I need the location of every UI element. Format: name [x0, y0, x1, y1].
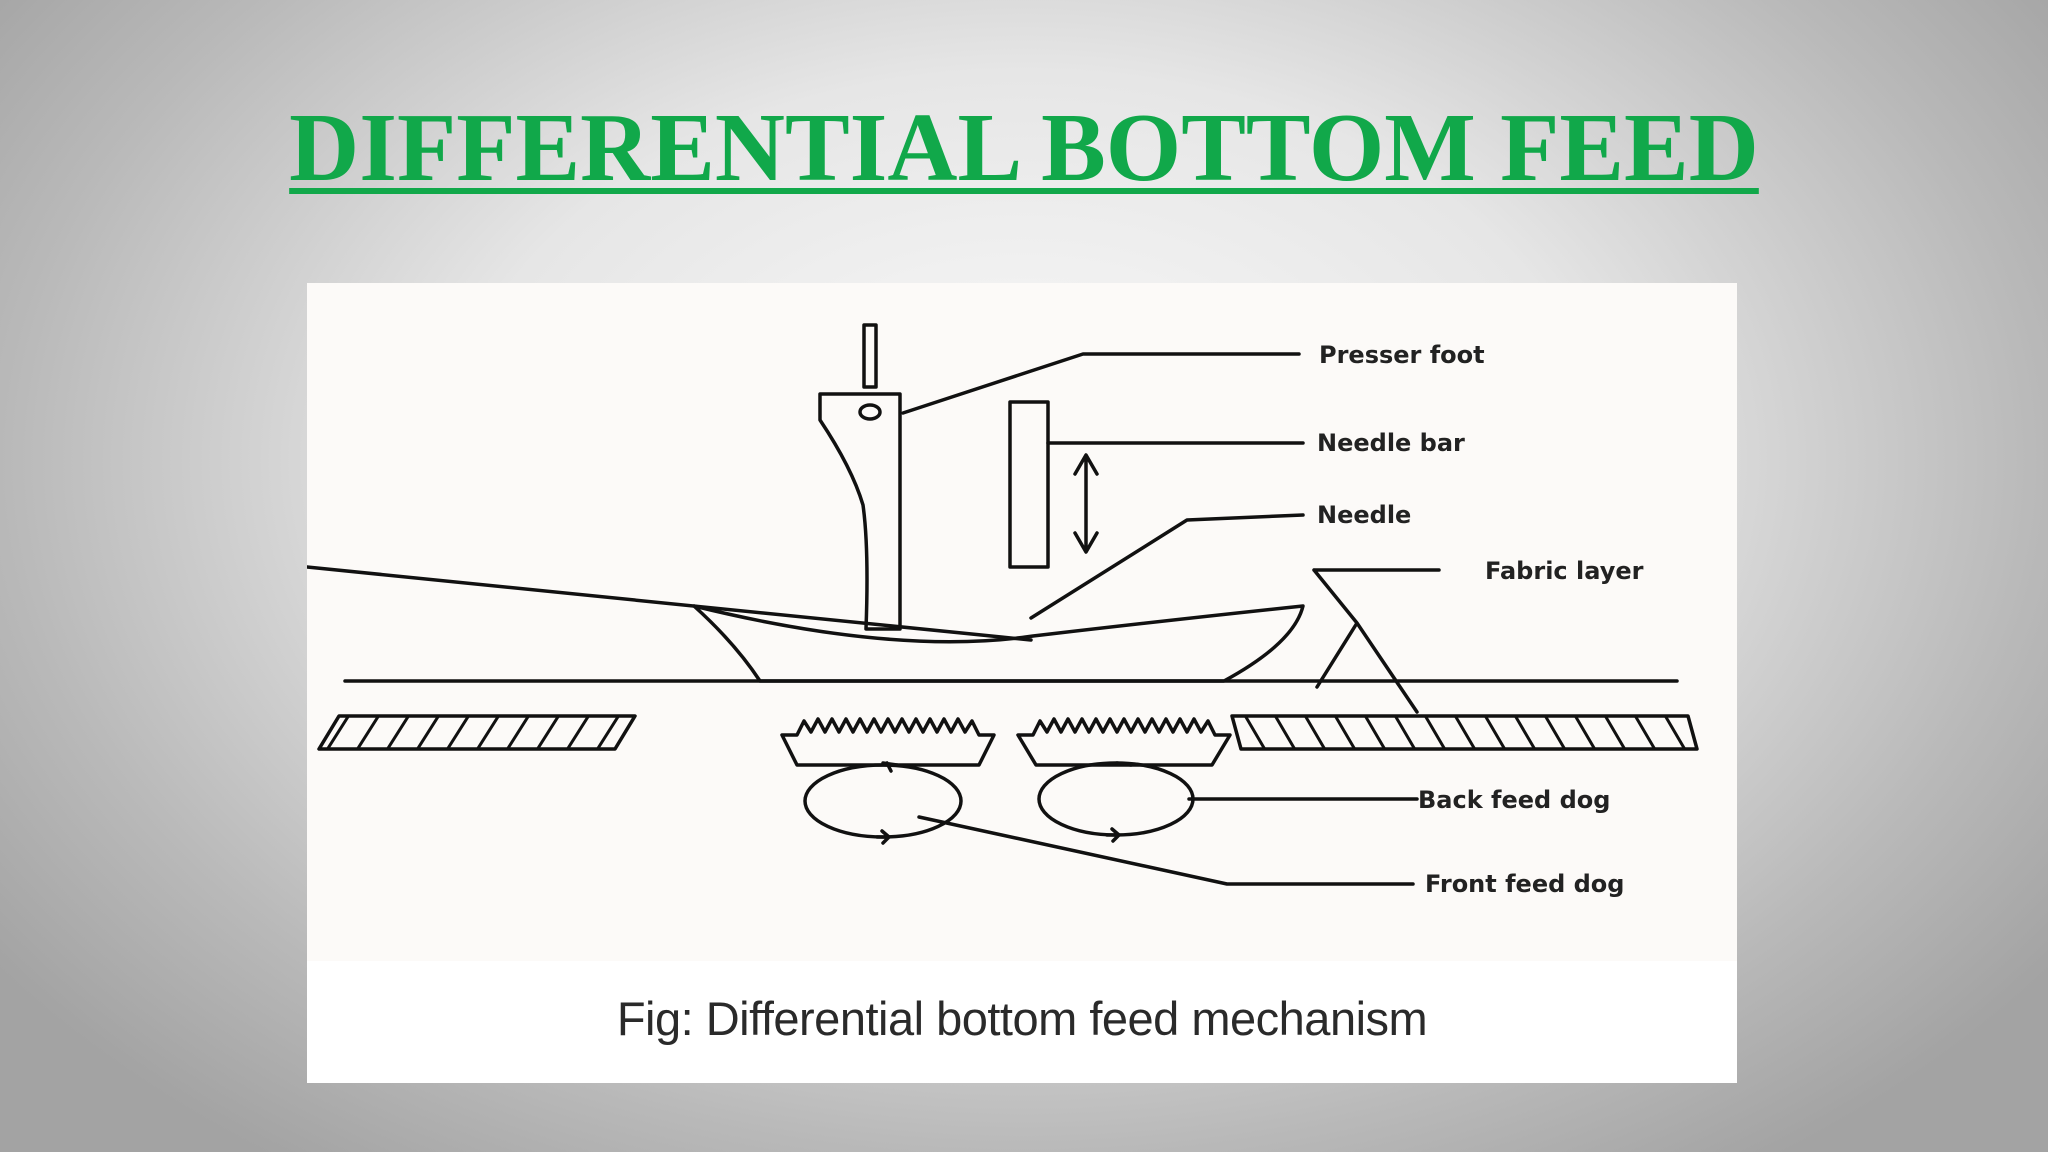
front-feed-dog-leader: [917, 815, 1415, 886]
presser-foot-leader: [901, 352, 1301, 415]
slide-title: DIFFERENTIAL BOTTOM FEED: [289, 94, 1759, 201]
figure-panel: Presser foot Needle bar Needle Fabric la…: [307, 283, 1737, 1083]
needle-bar-shape: [307, 400, 1099, 642]
fabric-layer-leader: [1312, 568, 1441, 714]
needle-label: Needle: [1317, 501, 1411, 529]
diagram-labels: Presser foot Needle bar Needle Fabric la…: [1317, 341, 1644, 898]
front-feed-dog-shape: [780, 717, 996, 845]
throat-plate-right: [1230, 714, 1699, 751]
needle-bar-label: Needle bar: [1317, 429, 1465, 457]
diagram-area: Presser foot Needle bar Needle Fabric la…: [307, 283, 1737, 961]
back-feed-dog-shape: [1016, 717, 1232, 843]
needle-leader: [1029, 513, 1305, 620]
front-feed-dog-label: Front feed dog: [1425, 870, 1624, 898]
presser-foot-shape: [692, 323, 1305, 683]
presser-foot-label: Presser foot: [1319, 341, 1485, 369]
figure-caption: Fig: Differential bottom feed mechanism: [616, 992, 1428, 1045]
throat-plate-left: [317, 714, 637, 751]
fabric-layer-label: Fabric layer: [1485, 557, 1644, 585]
back-feed-dog-label: Back feed dog: [1418, 786, 1610, 814]
feed-mechanism-diagram: Presser foot Needle bar Needle Fabric la…: [307, 323, 1699, 898]
